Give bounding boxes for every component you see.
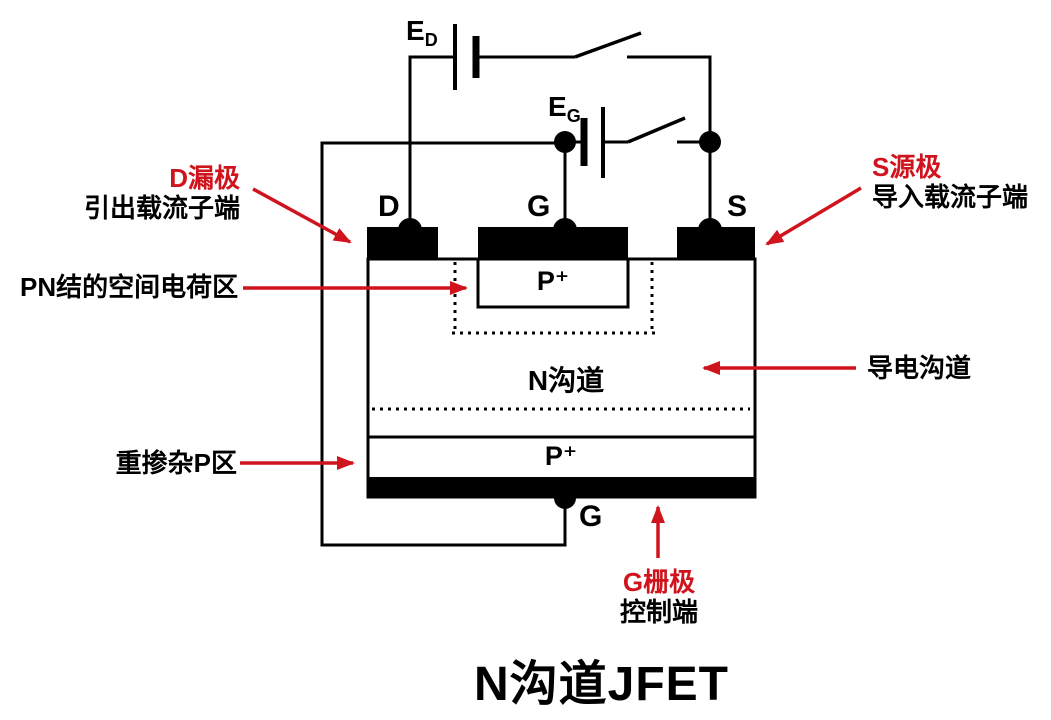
p-plus-top-label: P⁺ [536, 266, 570, 296]
pn-junction-callout-text: PN结的空间电荷区 [20, 272, 239, 302]
gate-top-contact [478, 227, 628, 260]
pn-junction-callout: PN结的空间电荷区 [20, 272, 238, 302]
gate-callout-desc: 控制端 [619, 597, 698, 627]
drain-switch-icon [574, 31, 642, 59]
jfet-body [366, 227, 757, 499]
drain-battery-label-sub: D [424, 30, 438, 50]
gate-battery-label-main: E [548, 91, 567, 122]
drain-battery-label-main: E [406, 15, 425, 46]
drain-wire-left [408, 55, 455, 232]
drain-battery-label: ED [406, 15, 438, 51]
callout-arrows [240, 186, 862, 558]
gate-supply-branch [563, 107, 710, 232]
channel-callout: 导电沟道 [867, 353, 971, 383]
source-terminal-dot [698, 218, 722, 242]
drain-wire-right [627, 55, 712, 232]
drain-terminal-dot [398, 218, 422, 242]
gate-battery-label: EG [548, 91, 581, 127]
eg-node-dot [554, 131, 576, 153]
source-callout-title: S源极 [872, 152, 942, 182]
junction-dots [398, 131, 722, 509]
gate-bottom-terminal-label: G [579, 500, 603, 533]
n-channel-label: N沟道 [527, 365, 605, 396]
drain-callout-desc: 引出载流子端 [83, 193, 240, 223]
gate-loop-wire [320, 141, 567, 547]
gate-top-terminal-dot [553, 218, 577, 242]
drain-supply-branch [408, 24, 712, 232]
p-region-callout: 重掺杂P区 [116, 448, 237, 478]
source-callout-arrow-icon [765, 186, 862, 246]
source-terminal-label: S [727, 190, 748, 223]
gate-top-terminal-label: G [527, 190, 551, 223]
gate-callout: G栅极 控制端 [594, 567, 724, 627]
source-callout-desc: 导入载流子端 [872, 182, 1029, 212]
p-plus-bottom-label: P⁺ [544, 441, 578, 471]
gate-bottom-contact [367, 477, 755, 498]
drain-callout: D漏极 引出载流子端 [84, 163, 240, 223]
gate-battery-label-sub: G [566, 106, 581, 126]
channel-callout-text: 导电沟道 [867, 353, 972, 383]
drain-callout-arrow-icon [252, 187, 352, 244]
drain-callout-title: D漏极 [169, 163, 240, 193]
gate-callout-title: G栅极 [622, 567, 696, 597]
drain-terminal-label: D [378, 190, 400, 223]
gate-switch-icon [627, 116, 686, 144]
p-region-callout-text: 重掺杂P区 [115, 448, 237, 478]
source-node-dot [699, 131, 721, 153]
gate-bottom-terminal-dot [554, 487, 576, 509]
p-plus-top-region [476, 257, 630, 309]
source-callout: S源极 导入载流子端 [872, 152, 1028, 212]
diagram-title: N沟道JFET [473, 658, 730, 711]
depletion-region-boundary [452, 262, 655, 335]
